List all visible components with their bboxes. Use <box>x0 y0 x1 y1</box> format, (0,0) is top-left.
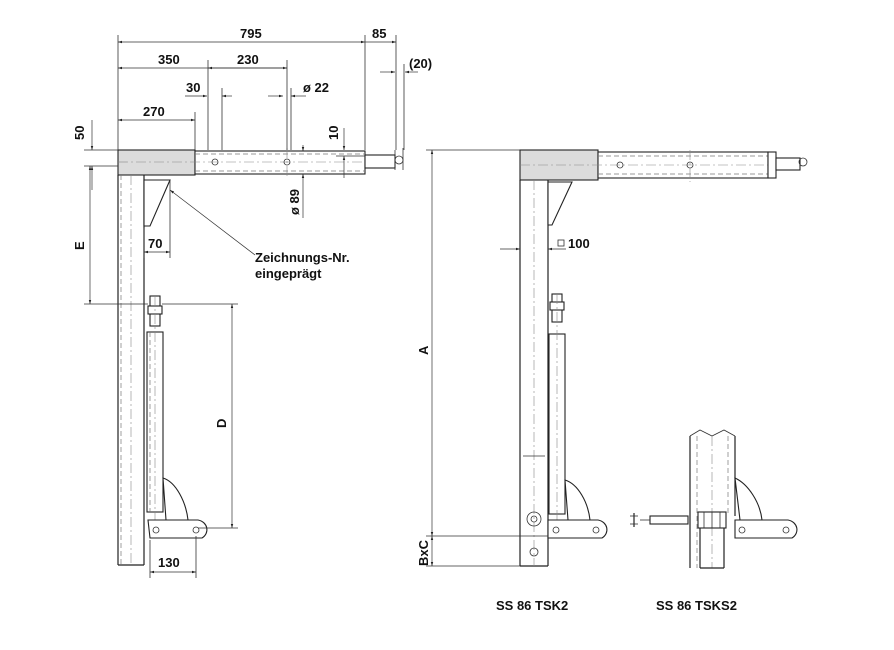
horizontal-arm <box>117 148 404 177</box>
dim-230: 230 <box>237 52 259 67</box>
dim-270: 270 <box>143 104 165 119</box>
dim-30: 30 <box>186 80 200 95</box>
right-dimensions <box>426 149 566 567</box>
dim-tube-diameter: ø 89 <box>287 189 302 215</box>
caption-tsks2: SS 86 TSKS2 <box>656 598 737 613</box>
dim-20: (20) <box>409 56 432 71</box>
left-view: 795 85 (20) 350 230 30 ø 22 270 50 10 ø … <box>72 26 432 578</box>
horizontal-arm-right <box>519 149 808 182</box>
vertical-post-right <box>519 180 573 567</box>
dim-70: 70 <box>148 236 162 251</box>
dim-bxc: BxC <box>416 539 431 566</box>
dim-hole-diameter: ø 22 <box>303 80 329 95</box>
spindle-assembly-right <box>547 293 608 539</box>
left-dimensions <box>84 35 418 578</box>
right-view: 100 A BxC SS 86 TSK2 <box>416 149 808 613</box>
dim-10: 10 <box>326 126 341 140</box>
spindle-assembly <box>146 295 208 539</box>
dim-350: 350 <box>158 52 180 67</box>
dim-50: 50 <box>72 126 87 140</box>
dim-85: 85 <box>372 26 386 41</box>
dim-e: E <box>72 241 87 250</box>
dim-130: 130 <box>158 555 180 570</box>
dim-d: D <box>214 419 229 428</box>
dim-a: A <box>416 345 431 355</box>
dim-795: 795 <box>240 26 262 41</box>
dim-square-100: 100 <box>568 236 590 251</box>
note-embossed: eingeprägt <box>255 266 322 281</box>
note-drawing-number: Zeichnungs-Nr. <box>255 250 350 265</box>
caption-tsk2: SS 86 TSK2 <box>496 598 568 613</box>
detail-view: SS 86 TSKS2 <box>630 429 798 613</box>
